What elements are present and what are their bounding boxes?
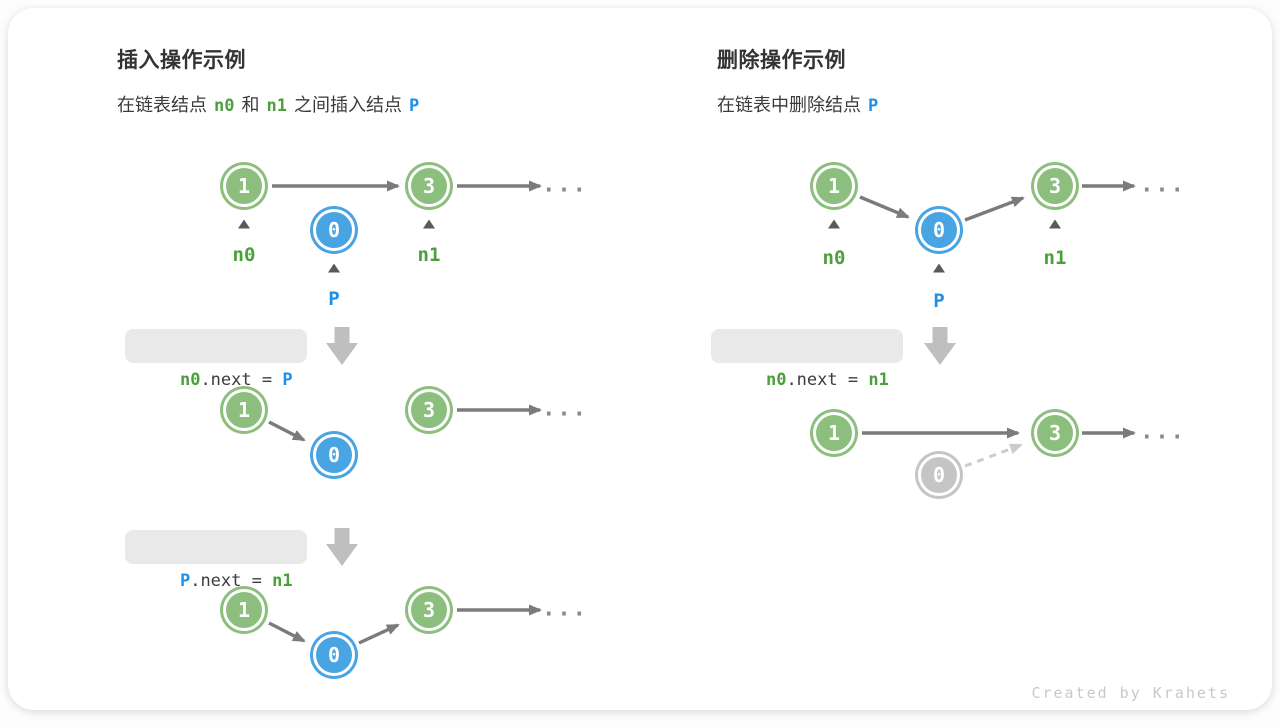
code-op: .next =	[786, 370, 869, 390]
node-value: 3	[1048, 421, 1062, 445]
node-value: 0	[327, 643, 341, 667]
node-value: 1	[827, 174, 841, 198]
caret-up-icon	[238, 219, 250, 229]
node-value: 0	[932, 463, 946, 487]
caret-up-icon	[828, 219, 840, 229]
code-rhs: P	[282, 370, 293, 390]
node-value: 3	[422, 398, 436, 422]
code-box: n0.next = n1	[711, 329, 903, 390]
pointer-label-n0: n0	[232, 244, 256, 266]
list-node: 3	[1034, 412, 1076, 454]
delete-panel-title: 删除操作示例	[717, 49, 846, 72]
delete-panel-subtitle: 在链表中删除结点 P	[717, 91, 885, 117]
subtitle-text: 和	[241, 95, 260, 115]
node-value: 1	[237, 174, 251, 198]
ellipsis: ...	[1140, 419, 1186, 445]
node-value: 0	[327, 218, 341, 242]
node-value: 3	[422, 598, 436, 622]
pointer-label-p: P	[933, 290, 945, 312]
ellipsis: ...	[542, 172, 588, 198]
node-value: 0	[327, 443, 341, 467]
list-node: 1	[813, 165, 855, 207]
list-node-deleted: 0	[918, 209, 960, 251]
code-op: .next =	[200, 370, 283, 390]
list-node: 1	[223, 589, 265, 631]
list-node-removed: 0	[918, 454, 960, 496]
pointer-label-n1: n1	[1043, 247, 1067, 269]
code-box: P.next = n1	[125, 530, 307, 591]
code-lhs: P	[179, 571, 191, 591]
node-value: 1	[237, 398, 251, 422]
list-node: 3	[408, 389, 450, 431]
ellipsis: ...	[542, 396, 588, 422]
node-ref-n1: n1	[266, 96, 287, 116]
code-box: n0.next = P	[125, 329, 307, 390]
list-node: 3	[408, 165, 450, 207]
insert-panel-subtitle: 在链表结点 n0 和 n1 之间插入结点 P	[117, 91, 426, 117]
subtitle-text: 在链表结点	[117, 95, 207, 115]
list-node: 3	[1034, 165, 1076, 207]
node-value: 0	[932, 218, 946, 242]
list-node-inserted: 0	[313, 209, 355, 251]
caret-up-icon	[933, 263, 945, 273]
list-node: 1	[223, 165, 265, 207]
caret-up-icon	[328, 263, 340, 273]
pointer-label-p: P	[328, 288, 340, 310]
caret-up-icon	[423, 219, 435, 229]
list-node: 1	[223, 389, 265, 431]
credit-text: Created by Krahets	[1031, 684, 1230, 702]
caret-up-icon	[1049, 219, 1061, 229]
subtitle-text: 在链表中删除结点	[717, 95, 861, 115]
ellipsis: ...	[542, 596, 588, 622]
node-value: 3	[422, 174, 436, 198]
code-op: .next =	[190, 571, 273, 591]
node-value: 3	[1048, 174, 1062, 198]
list-node-inserted: 0	[313, 434, 355, 476]
insert-panel-title: 插入操作示例	[117, 49, 246, 72]
code-rhs: n1	[868, 370, 889, 390]
node-ref-p: P	[408, 96, 420, 116]
pointer-label-n0: n0	[822, 247, 846, 269]
node-value: 1	[827, 421, 841, 445]
list-node: 3	[408, 589, 450, 631]
code-lhs: n0	[765, 370, 787, 390]
figure-card: 插入操作示例 在链表结点 n0 和 n1 之间插入结点 P 1 3 0 n0 n…	[8, 8, 1272, 710]
list-node-inserted: 0	[313, 634, 355, 676]
subtitle-text: 之间插入结点	[293, 95, 402, 115]
code-lhs: n0	[179, 370, 201, 390]
code-rhs: n1	[272, 571, 293, 591]
list-node: 1	[813, 412, 855, 454]
ellipsis: ...	[1140, 172, 1186, 198]
node-ref-n0: n0	[214, 96, 235, 116]
node-value: 1	[237, 598, 251, 622]
node-ref-p: P	[868, 96, 879, 116]
pointer-label-n1: n1	[417, 244, 441, 266]
